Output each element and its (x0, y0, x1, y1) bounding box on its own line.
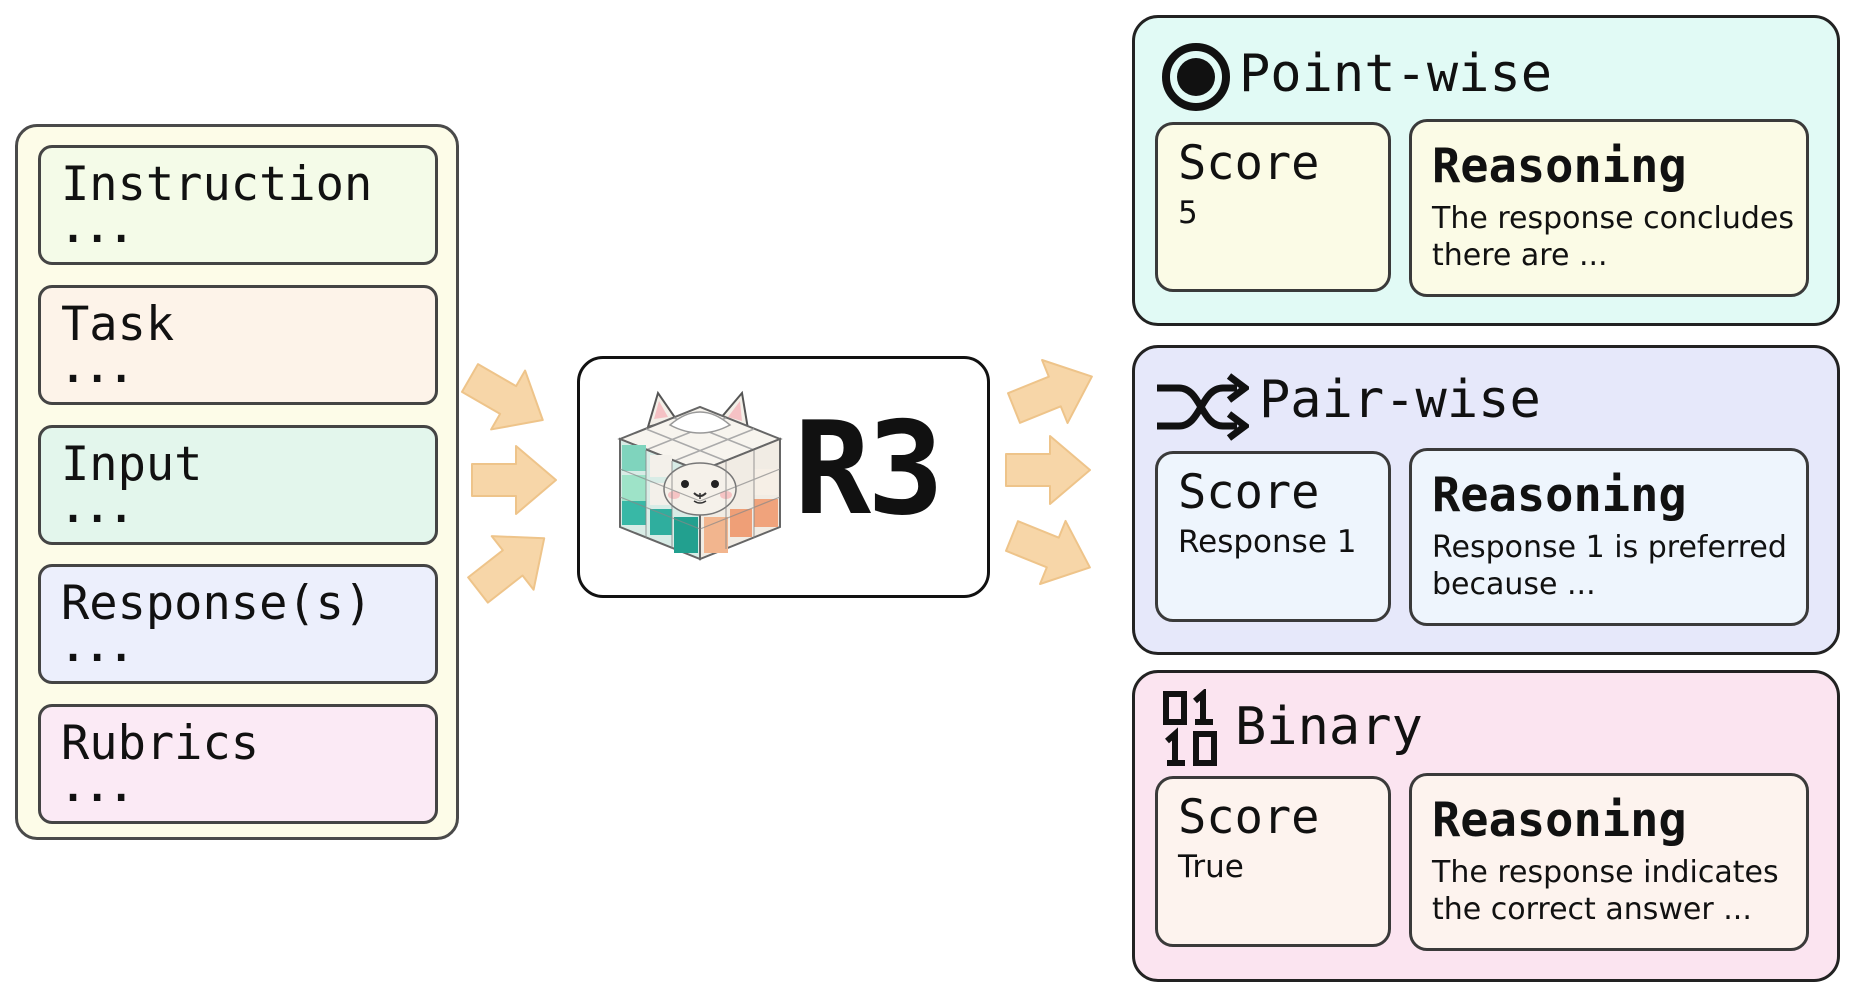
output-panel-pointwise: Point-wise Score 5 Reasoning The respons… (1132, 15, 1840, 326)
binary-digits-icon (1163, 689, 1217, 766)
field-ellipsis: ... (61, 765, 134, 811)
field-ellipsis: ... (61, 346, 134, 392)
field-title: Instruction (61, 157, 373, 212)
reasoning-value: The response concludes there are ... (1432, 201, 1794, 273)
reasoning-value: Response 1 is preferred because ... (1432, 530, 1787, 602)
input-arrow-upper (452, 347, 561, 451)
output-arrow-lower (998, 503, 1104, 600)
reasoning-title: Reasoning (1432, 468, 1687, 523)
input-field-input: Input ... (38, 425, 438, 545)
field-title: Task (61, 297, 175, 352)
score-card: Score True (1155, 776, 1391, 947)
field-title: Input (61, 437, 203, 492)
output-panel-binary: Binary Score True Reasoning The response… (1132, 670, 1840, 982)
reasoning-card: Reasoning The response indicates the cor… (1409, 773, 1809, 951)
llama-rubiks-cube-icon (617, 390, 783, 561)
output-arrow-middle (1005, 435, 1091, 505)
output-title: Binary (1235, 697, 1423, 757)
input-panel: Instruction ... Task ... Input ... Respo… (15, 124, 459, 840)
field-title: Rubrics (61, 716, 260, 771)
field-ellipsis: ... (61, 625, 134, 671)
input-field-task: Task ... (38, 285, 438, 405)
output-arrow-upper (1000, 344, 1106, 441)
score-value: True (1178, 849, 1244, 885)
field-ellipsis: ... (61, 486, 134, 532)
score-title: Score (1178, 136, 1320, 191)
score-title: Score (1178, 465, 1320, 520)
output-title: Point-wise (1239, 44, 1553, 104)
field-title: Response(s) (61, 576, 373, 631)
model-box: R3 (577, 356, 990, 598)
score-card: Score Response 1 (1155, 451, 1391, 622)
score-title: Score (1178, 790, 1320, 845)
reasoning-title: Reasoning (1432, 139, 1687, 194)
reasoning-card: Reasoning Response 1 is preferred becaus… (1409, 448, 1809, 626)
input-arrow-lower (456, 510, 567, 618)
input-arrow-middle (471, 445, 557, 515)
target-icon (1162, 43, 1230, 111)
model-name: R3 (794, 395, 944, 544)
input-field-instruction: Instruction ... (38, 145, 438, 265)
shuffle-icon (1157, 373, 1249, 441)
score-value: 5 (1178, 195, 1198, 231)
field-ellipsis: ... (61, 206, 134, 252)
input-field-responses: Response(s) ... (38, 564, 438, 684)
score-card: Score 5 (1155, 122, 1391, 292)
reasoning-title: Reasoning (1432, 793, 1687, 848)
output-title: Pair-wise (1259, 370, 1541, 430)
reasoning-value: The response indicates the correct answe… (1432, 855, 1779, 927)
output-panel-pairwise: Pair-wise Score Response 1 Reasoning Res… (1132, 345, 1840, 655)
input-field-rubrics: Rubrics ... (38, 704, 438, 824)
score-value: Response 1 (1178, 524, 1357, 560)
reasoning-card: Reasoning The response concludes there a… (1409, 119, 1809, 297)
